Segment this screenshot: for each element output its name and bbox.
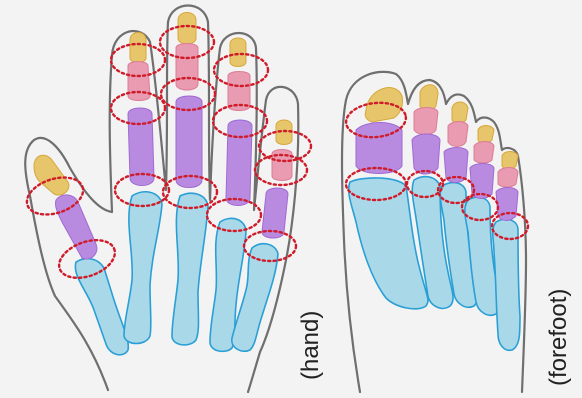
thumb-proximal-phalanx — [55, 195, 96, 259]
forefoot-metatarsals — [349, 177, 520, 351]
metacarpal-thumb — [75, 259, 128, 355]
toe1-proximal-phalanx — [356, 123, 402, 174]
metacarpal-index — [124, 192, 162, 344]
toe3-middle-phalanx — [448, 122, 468, 147]
index-middle-phalanx — [128, 62, 150, 101]
toe5-distal-phalanx — [502, 152, 518, 170]
thumb-distal-phalanx — [34, 155, 69, 195]
toe1-distal-phalanx — [365, 88, 402, 122]
toe2-proximal-phalanx — [412, 134, 440, 174]
forefoot-label: (forefoot) — [545, 289, 572, 386]
toe2-middle-phalanx — [414, 108, 438, 135]
hand-figure — [22, 6, 311, 393]
ring-distal-phalanx — [230, 38, 246, 67]
hand-label: (hand) — [297, 311, 324, 380]
middle-middle-phalanx — [176, 44, 198, 91]
ring-proximal-phalanx — [226, 120, 252, 206]
metacarpal-middle — [172, 193, 208, 345]
toe4-distal-phalanx — [478, 126, 494, 144]
toe2-distal-phalanx — [420, 85, 438, 111]
forefoot-figure — [342, 72, 528, 392]
hand-metacarpals — [75, 192, 278, 355]
toe3-distal-phalanx — [452, 102, 468, 123]
toe4-middle-phalanx — [474, 142, 494, 164]
index-distal-phalanx — [130, 33, 146, 63]
toe5-middle-phalanx — [498, 168, 518, 188]
middle-distal-phalanx — [178, 13, 196, 45]
